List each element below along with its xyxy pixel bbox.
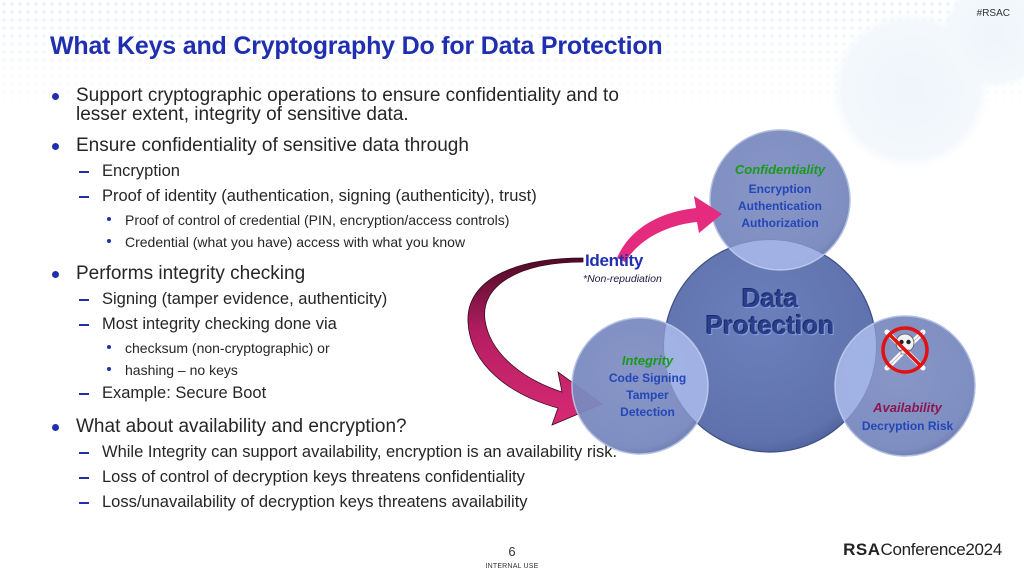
availability-label: Availability [873,400,942,415]
bullet-4: What about availability and encryption? [48,417,728,437]
confidentiality-item: Authentication [738,199,822,213]
rsa-conference-logo: RSAConference2024 [843,540,1002,560]
bullet-1-line2: lesser extent, integrity of sensitive da… [76,104,409,125]
confidentiality-item: Encryption [748,182,812,196]
bullet-3: Performs integrity checking [48,264,728,284]
confidentiality-label: Confidentiality [734,162,826,177]
sub-sub-bullet: hashing – no keys [48,359,728,381]
sub-bullet: Most integrity checking done via [48,312,728,337]
sub-bullet: Loss of control of decryption keys threa… [48,465,728,490]
confidentiality-item: Authorization [741,216,819,230]
logo-rsa: RSA [843,540,881,559]
sub-bullet: Example: Secure Boot [48,381,728,406]
slide-title: What Keys and Cryptography Do for Data P… [50,32,663,60]
bullet-1-line1: Support cryptographic operations to ensu… [76,85,619,106]
page-number: 6 [508,544,516,559]
bullet-1: Support cryptographic operations to ensu… [48,86,728,124]
bullet-list: Support cryptographic operations to ensu… [48,86,728,515]
sub-bullet: While Integrity can support availability… [48,440,728,465]
sub-bullet: Signing (tamper evidence, authenticity) [48,287,728,312]
availability-circle [834,315,976,457]
availability-label-group: Availability Decryption Risk [850,400,965,435]
classification-label: INTERNAL USE [485,563,539,570]
sub-sub-bullet: Proof of control of credential (PIN, enc… [48,209,728,231]
bullet-2: Ensure confidentiality of sensitive data… [48,136,728,156]
hashtag-label: #RSAC [976,8,1010,19]
logo-conference: Conference [880,540,966,559]
sub-bullet: Encryption [48,159,728,184]
sub-bullet: Loss/unavailability of decryption keys t… [48,490,728,515]
sub-sub-bullet: checksum (non-cryptographic) or [48,337,728,359]
confidentiality-circle [709,129,851,271]
sub-sub-bullet: Credential (what you have) access with w… [48,231,728,253]
logo-year: 2024 [965,540,1002,559]
sub-bullet: Proof of identity (authentication, signi… [48,184,728,209]
no-skull-crossbones-icon [881,326,929,374]
confidentiality-label-group: Confidentiality Encryption Authenticatio… [710,162,850,232]
availability-item: Decryption Risk [861,419,954,433]
